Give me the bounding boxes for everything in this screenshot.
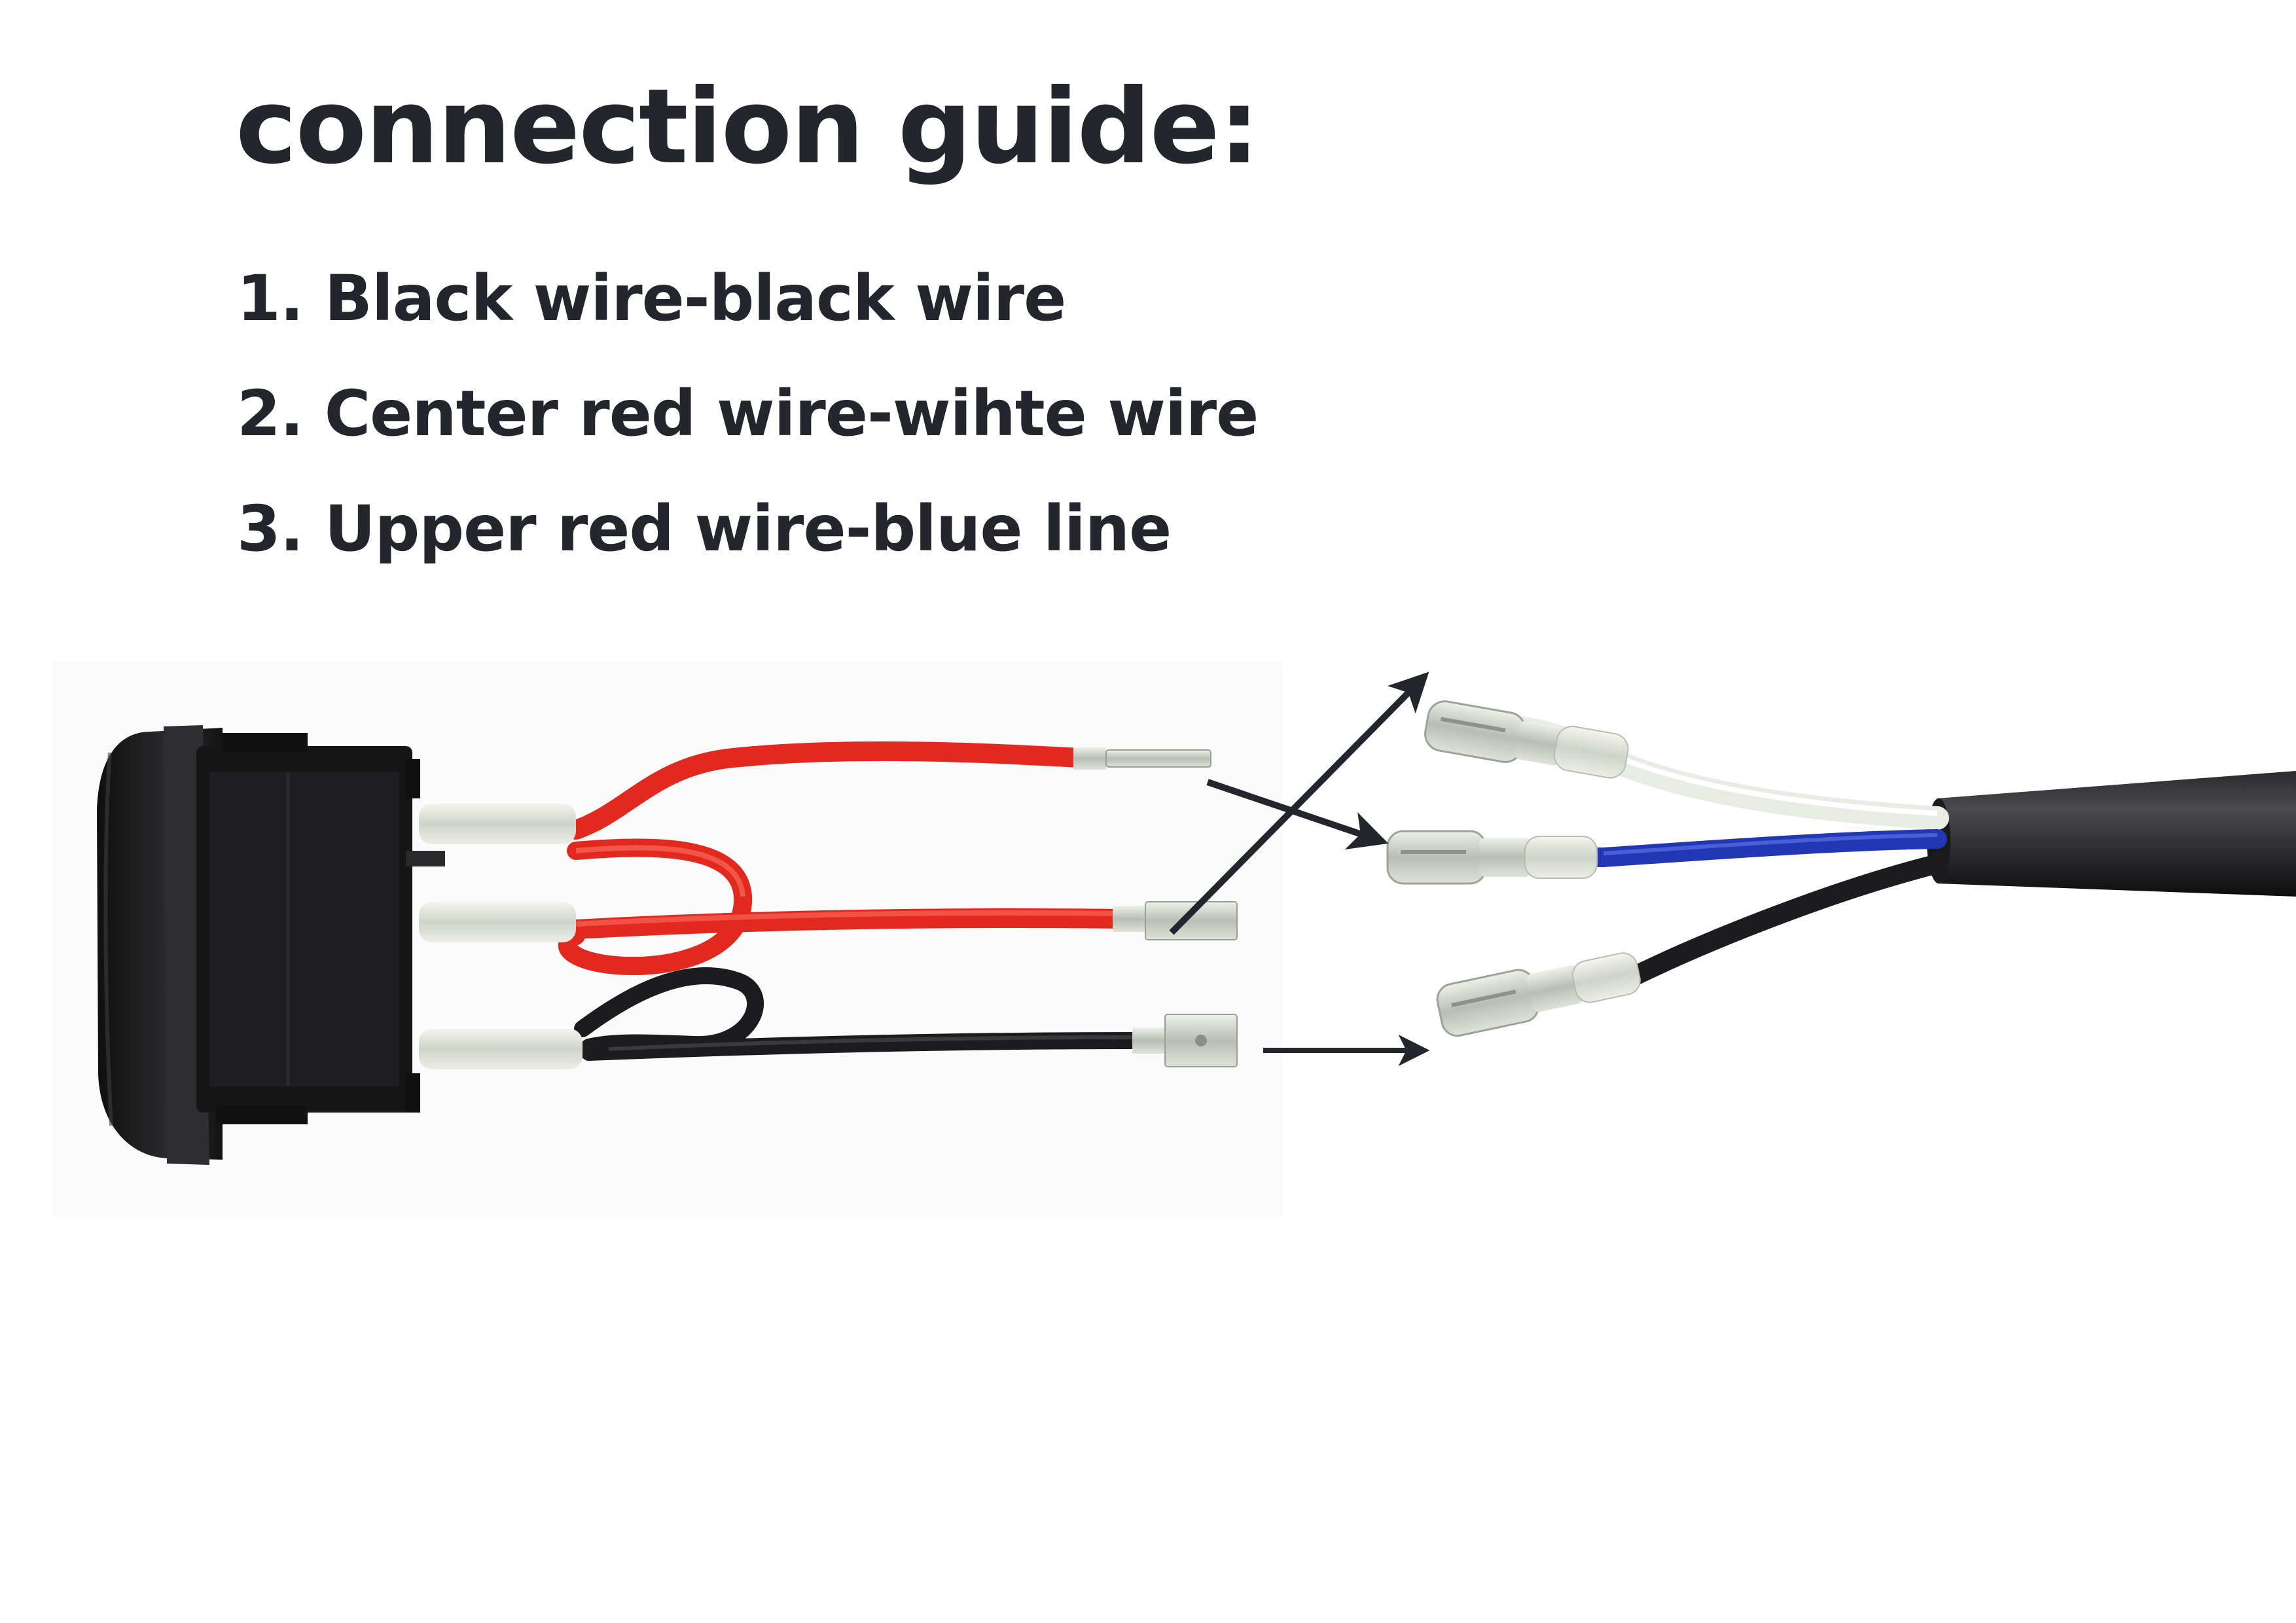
step-3: 3. Upper red wire-blue line xyxy=(237,492,1172,565)
rocker-switch-icon xyxy=(97,725,420,1165)
cable xyxy=(1494,715,2296,998)
guide-title: connection guide: xyxy=(236,67,1260,187)
connection-arrows xyxy=(1169,671,1430,1066)
connection-steps: 1. Black wire-black wire 2. Center red w… xyxy=(237,241,1259,586)
red-wires xyxy=(558,741,1129,975)
switch-terminals xyxy=(406,804,583,1069)
female-spade-connectors xyxy=(1386,700,1641,1037)
arrow-right-icon xyxy=(1169,671,1429,935)
black-wire xyxy=(574,967,1147,1061)
male-spade-connectors xyxy=(1073,747,1238,1067)
step-1: 1. Black wire-black wire xyxy=(237,262,1066,335)
step-2: 2. Center red wire-wihte wire xyxy=(237,377,1259,450)
